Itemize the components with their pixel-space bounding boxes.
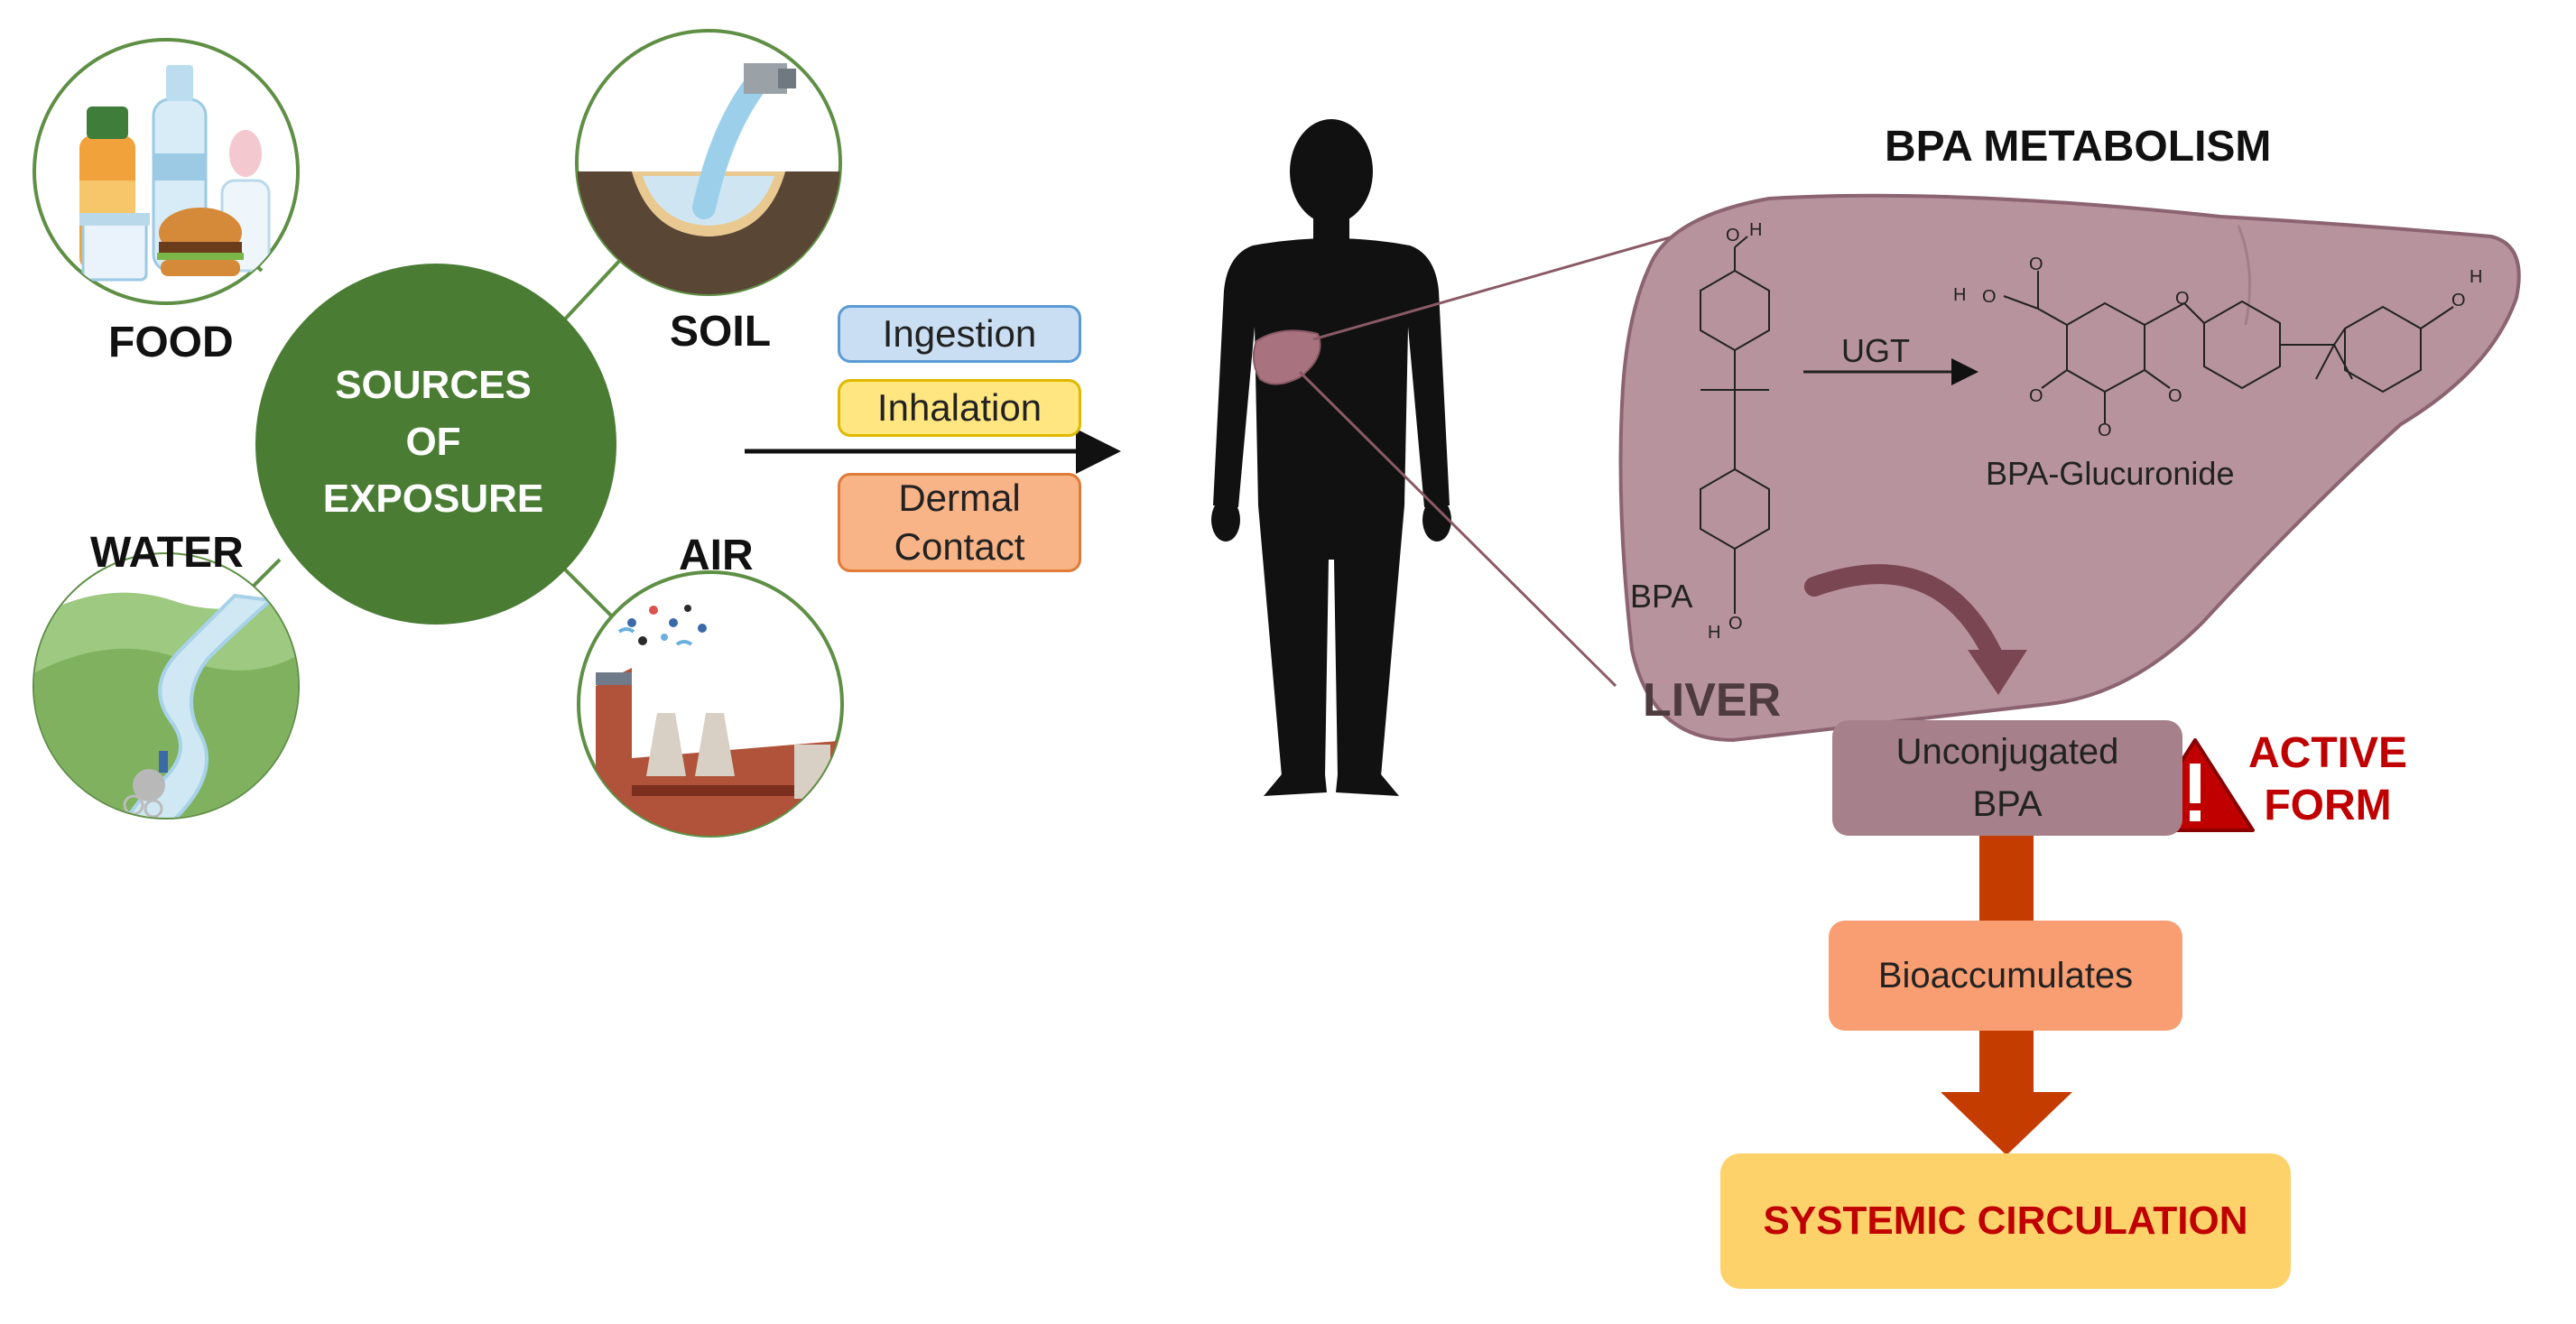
unconjugated-bpa-box: Unconjugated BPA <box>1832 720 2182 836</box>
bpa-label: BPA <box>1630 578 1693 615</box>
center-circle <box>255 264 616 625</box>
active-form-label: ACTIVE FORM <box>2242 727 2414 832</box>
bioaccumulates-box: Bioaccumulates <box>1829 921 2182 1031</box>
liver-label: LIVER <box>1643 674 1782 727</box>
water-icon <box>32 552 300 819</box>
atom-o-glu-4: O <box>2098 421 2112 440</box>
flow-arrow-head <box>1941 1092 2072 1155</box>
atom-o-bpa-bottom: O <box>1728 614 1743 634</box>
center-label: SOURCES OF EXPOSURE <box>262 356 605 527</box>
air-label: AIR <box>679 532 754 579</box>
dermal-line-2: Contact <box>894 525 1025 568</box>
center-line-2: OF <box>405 420 461 464</box>
water-label: WATER <box>90 529 244 577</box>
atom-o-glu-5: O <box>2168 386 2182 406</box>
body-liver-icon <box>1252 329 1321 385</box>
systemic-circulation-box: SYSTEMIC CIRCULATION <box>1720 1153 2291 1289</box>
atom-h-glu-7: H <box>2469 267 2483 287</box>
atom-h-bpa-top: H <box>1749 220 1763 240</box>
bpa-molecule <box>1700 236 1770 614</box>
inhalation-box: Inhalation <box>838 379 1081 437</box>
atom-o-bpa-top: O <box>1726 226 1740 245</box>
soil-icon <box>575 29 842 296</box>
curved-arrow <box>1804 564 2005 669</box>
atom-o-glu-3: O <box>2029 386 2043 406</box>
dermal-contact-box: Dermal Contact <box>838 473 1081 572</box>
atom-o-glu-6: O <box>2175 289 2190 309</box>
air-icon <box>577 570 844 838</box>
soil-label: SOIL <box>670 308 772 356</box>
atom-h-bpa-bottom: H <box>1708 623 1721 643</box>
unconjugated-line-1: Unconjugated <box>1895 732 2119 772</box>
atom-o-glu-2: O <box>1982 287 1997 307</box>
glucuronide-molecule <box>2003 271 2454 424</box>
unconjugated-line-2: BPA <box>1972 784 2043 824</box>
atom-o-glu-7: O <box>2451 291 2466 310</box>
atom-h-glu-1: H <box>1953 285 1967 305</box>
dermal-line-1: Dermal <box>898 477 1021 519</box>
center-line-3: EXPOSURE <box>322 477 544 521</box>
active-line-2: FORM <box>2264 782 2392 829</box>
zoom-lines <box>1298 227 1700 688</box>
center-line-1: SOURCES <box>335 363 532 407</box>
ugt-label: UGT <box>1841 332 1910 369</box>
food-icon <box>32 38 300 305</box>
atom-o-glu-1: O <box>2029 255 2043 274</box>
ingestion-box: Ingestion <box>838 305 1081 363</box>
human-silhouette <box>1211 119 1451 796</box>
food-label: FOOD <box>108 319 234 366</box>
bpa-glucuronide-label: BPA-Glucuronide <box>1986 455 2235 492</box>
metabolism-title: BPA METABOLISM <box>1885 123 2272 171</box>
liver-shape <box>1618 193 2521 743</box>
active-line-1: ACTIVE <box>2247 729 2407 777</box>
